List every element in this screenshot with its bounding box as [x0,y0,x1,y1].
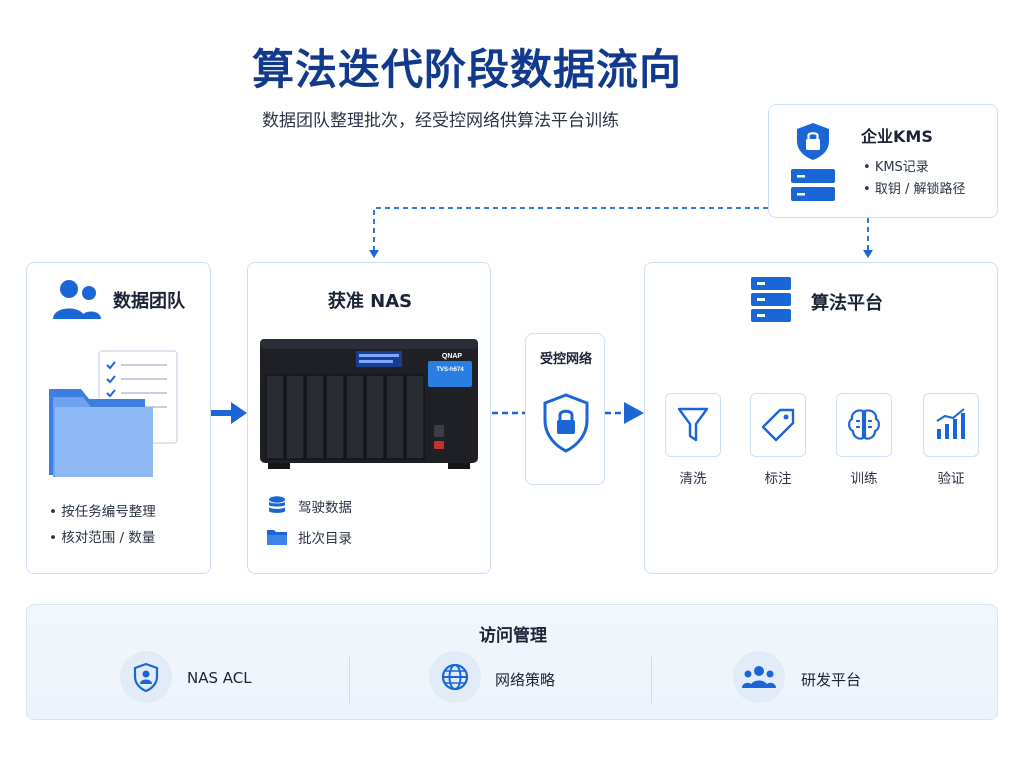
kms-item-unlock: 取钥 / 解锁路径 [863,179,966,201]
net-to-algo-arrow [624,402,644,424]
shield-lock-icon [797,123,829,160]
server-icon [791,169,835,201]
access-management-panel: 访问管理 NAS ACL 网络策略 研发平台 [26,604,998,720]
controlled-network-card: 受控网络 [525,333,605,485]
divider [651,655,652,705]
step-train-label: 训练 [850,471,878,487]
filter-icon [677,407,709,442]
shield-lock-icon [543,393,589,453]
nas-item-batch-dir: 批次目录 [266,527,352,547]
access-item-nas-acl: NAS ACL [187,669,252,687]
brain-icon [848,409,880,440]
kms-arrow-to-algo [863,250,873,258]
step-clean-label: 清洗 [679,471,707,487]
step-validate-label: 验证 [937,471,965,487]
kms-list: KMS记录 取钥 / 解锁路径 [863,157,966,201]
tag-icon [761,408,795,442]
divider [349,655,350,705]
folder-checklist-icon [49,350,178,477]
network-policy-icon-circle [429,651,481,703]
rd-platform-icon-circle [733,651,785,703]
nas-item-driving-data: 驾驶数据 [266,495,352,517]
chart-icon [936,408,965,439]
user-shield-icon [133,662,159,692]
access-item-network-policy: 网络策略 [495,671,556,689]
kms-title: 企业KMS [861,127,933,146]
algo-platform-card: 算法平台 清洗 标注 训练 验证 [644,262,998,574]
nas-model: TVS-h674 [436,367,464,373]
access-item-rd-platform: 研发平台 [801,671,862,689]
controlled-network-title: 受控网络 [539,352,592,367]
nas-acl-icon-circle [120,651,172,703]
team-to-nas-arrow [231,402,247,424]
team-to-nas-line [211,410,233,416]
nas-item-driving-data-label: 驾驶数据 [298,500,352,516]
folder-icon [267,530,287,545]
data-team-card: 数据团队 按任务编号整理 核对范围 / 数量 [26,262,211,574]
page-title: 算法迭代阶段数据流向 [252,45,683,94]
page-subtitle: 数据团队整理批次，经受控网络供算法平台训练 [262,111,619,131]
nas-device-image: QNAP TVS-h674 [260,339,478,469]
kms-item-record: KMS记录 [863,157,965,179]
kms-dashed-line [373,207,768,250]
step-validate [923,393,979,457]
users-icon [742,666,776,688]
data-team-list: 按任务编号整理 核对范围 / 数量 [49,499,156,551]
globe-icon [441,663,469,691]
nas-brand: QNAP [442,353,463,360]
team-item-organize: 按任务编号整理 [49,499,156,525]
step-label-annotate [750,393,806,457]
kms-arrow-to-nas [369,250,379,258]
access-management-title: 访问管理 [479,626,547,646]
team-item-verify: 核对范围 / 数量 [49,525,156,551]
nas-card: 获准 NAS QNAP TVS-h674 驾驶数据 [247,262,491,574]
kms-card: 企业KMS KMS记录 取钥 / 解锁路径 [768,104,998,218]
nas-title: 获准 NAS [327,291,413,312]
data-team-title: 数据团队 [113,291,185,312]
algo-platform-title: 算法平台 [811,293,883,314]
users-icon [53,280,101,319]
server-icon [751,277,791,322]
step-train [836,393,892,457]
step-annotate-label: 标注 [764,471,792,487]
step-clean [665,393,721,457]
database-icon [269,496,285,513]
nas-item-batch-dir-label: 批次目录 [298,531,352,547]
